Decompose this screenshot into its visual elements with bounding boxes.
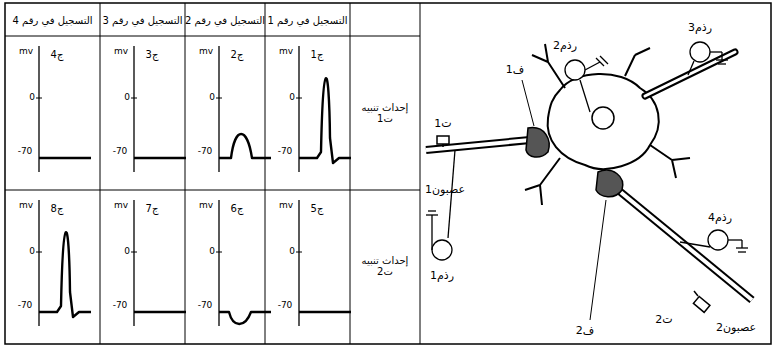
axis-tick <box>216 98 222 99</box>
curve-label: ج3 <box>146 49 159 60</box>
curve-label: ج6 <box>231 203 244 214</box>
axis-unit: mv <box>279 47 293 57</box>
recording-device-4 <box>680 230 748 252</box>
curve-label: ج5 <box>311 203 324 214</box>
voltage-axis <box>298 200 299 326</box>
recording-device-1 <box>426 150 455 260</box>
axis-value: 0 <box>29 247 35 257</box>
membrane-potential-trace <box>299 78 351 163</box>
axis-tick <box>296 98 302 99</box>
recording-electrode-label: رذم4 <box>708 212 732 224</box>
stimulator-1 <box>437 136 449 144</box>
membrane-potential-trace <box>219 312 271 324</box>
axon-neuron2 <box>612 185 752 300</box>
voltage-axis <box>218 200 219 326</box>
axis-tick <box>36 98 42 99</box>
axis-value: 0 <box>29 93 35 103</box>
axis-unit: mv <box>114 47 128 57</box>
membrane-potential-trace <box>39 157 91 159</box>
membrane-potential-trace <box>134 311 186 313</box>
leader-line <box>522 80 534 126</box>
voltage-axis <box>133 200 134 326</box>
recording-electrode-label: رذم2 <box>553 40 577 52</box>
axis-unit: mv <box>199 201 213 211</box>
membrane-potential-trace <box>219 134 271 158</box>
curve-label: ج1 <box>311 49 324 60</box>
axis-value: -70 <box>278 147 293 157</box>
neuron-label: عصبون2 <box>716 322 756 334</box>
column-header: التسجيل في رقم 1 <box>267 15 347 26</box>
axis-tick <box>296 252 302 253</box>
stimulator-label: ت2 <box>655 314 672 326</box>
axis-value: -70 <box>18 301 33 311</box>
axis-value: 0 <box>289 93 295 103</box>
axis-value: 0 <box>289 247 295 257</box>
leader-line <box>590 200 606 320</box>
stimulator-2 <box>693 296 710 312</box>
synapse-label: ف1 <box>506 64 524 76</box>
stimulator-label: ت1 <box>434 118 451 130</box>
curve-label: ج7 <box>146 203 159 214</box>
curve-label: ج8 <box>51 203 64 214</box>
axis-unit: mv <box>19 47 33 57</box>
axis-unit: mv <box>114 201 128 211</box>
voltage-axis <box>298 46 299 172</box>
curve-label: ج4 <box>51 49 64 60</box>
voltage-axis <box>38 46 39 172</box>
neuron-illustration <box>426 42 752 320</box>
column-header: التسجيل في رقم 2 <box>185 15 265 26</box>
dendrites <box>525 44 690 205</box>
axis-tick <box>131 252 137 253</box>
neuron-label: عصبون1 <box>425 184 465 196</box>
axis-unit: mv <box>279 201 293 211</box>
axis-tick <box>36 252 42 253</box>
axis-value: 0 <box>209 93 215 103</box>
membrane-potential-trace <box>299 311 351 313</box>
axon <box>645 52 735 96</box>
axis-unit: mv <box>19 201 33 211</box>
row-label: إحداث تنبيه ت2 <box>354 255 416 277</box>
axis-tick <box>216 252 222 253</box>
axis-value: -70 <box>113 301 128 311</box>
synapse-2 <box>596 170 623 197</box>
recording-electrode-label: رذم3 <box>688 22 712 34</box>
nucleus <box>592 107 614 129</box>
column-header: التسجيل في رقم 4 <box>12 15 92 26</box>
membrane-potential-trace <box>39 232 91 317</box>
axis-value: -70 <box>198 301 213 311</box>
axis-value: 0 <box>124 247 130 257</box>
row-label: إحداث تنبيه ت1 <box>354 102 416 124</box>
synapse-1 <box>526 128 549 157</box>
recording-device-3 <box>688 42 728 75</box>
axis-value: -70 <box>18 147 33 157</box>
axis-value: 0 <box>124 93 130 103</box>
axis-value: -70 <box>198 147 213 157</box>
axis-value: 0 <box>209 247 215 257</box>
axis-tick <box>131 98 137 99</box>
column-header: التسجيل في رقم 3 <box>102 15 182 26</box>
axis-unit: mv <box>199 47 213 57</box>
voltage-axis <box>218 46 219 172</box>
membrane-potential-trace <box>134 157 186 159</box>
table-grid <box>5 3 771 344</box>
curve-label: ج2 <box>231 49 244 60</box>
axis-value: -70 <box>278 301 293 311</box>
recording-device-2 <box>565 56 608 112</box>
voltage-axis <box>38 200 39 326</box>
axis-value: -70 <box>113 147 128 157</box>
recording-electrode-label: رذم1 <box>430 270 454 282</box>
synapse-label: ف2 <box>576 325 594 337</box>
voltage-axis <box>133 46 134 172</box>
